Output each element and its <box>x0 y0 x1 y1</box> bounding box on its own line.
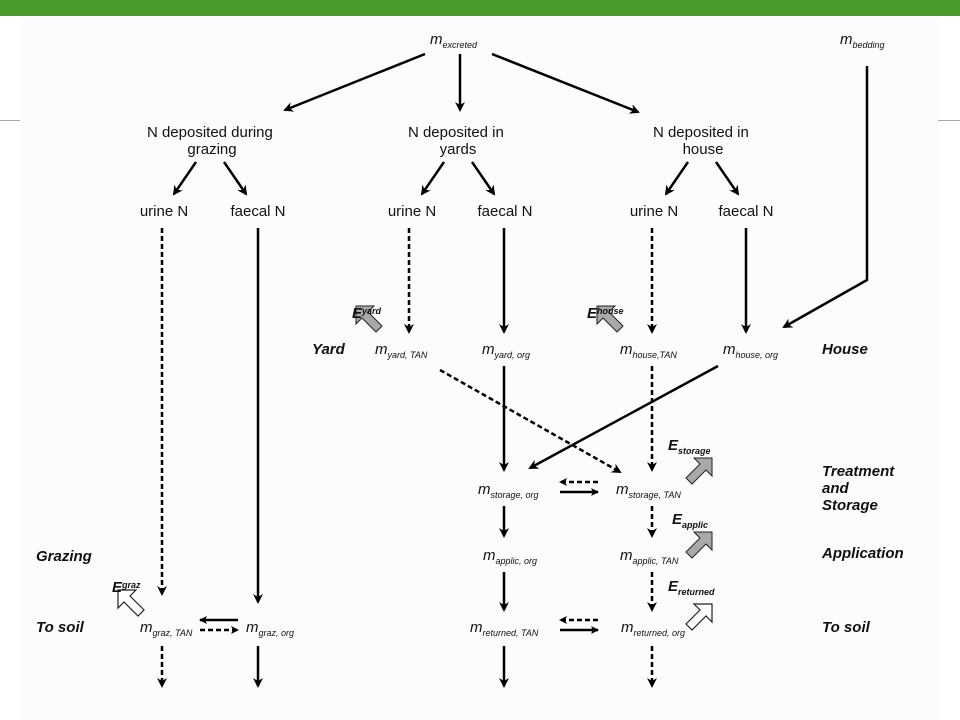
pool-applic-tan: mapplic, TAN <box>620 547 679 566</box>
emission-applic-arrow <box>685 531 713 559</box>
stage-application-label: Application <box>821 545 904 562</box>
deposit-yards-label: N deposited in yards <box>408 124 508 158</box>
pool-graz-tan: mgraz, TAN <box>140 619 193 638</box>
stage-to-soil-left-label: To soil <box>36 619 85 636</box>
yards-urine-label: urine N <box>388 203 436 220</box>
emission-yard-label: Eyard <box>352 305 382 322</box>
emission-returned-label: Ereturned <box>668 578 715 597</box>
house-faecal-label: faecal N <box>718 203 773 220</box>
stage-yard-label: Yard <box>312 341 346 358</box>
arrow-excreted-to-house <box>491 52 640 114</box>
diagram-panel <box>22 16 938 720</box>
pool-returned-tan: mreturned, TAN <box>470 619 539 638</box>
arrow-yards-faecal <box>470 161 496 196</box>
arrow-yard-tan-to-storage-tan <box>439 368 622 474</box>
arrow-house-faecal <box>714 161 740 196</box>
pool-yard-tan: myard, TAN <box>375 341 428 360</box>
emission-graz-label: Egraz <box>112 579 141 596</box>
node-m-bedding: mbedding <box>840 31 885 50</box>
emission-house-label: Ehouse <box>587 305 624 322</box>
left-rule <box>0 120 20 121</box>
arrow-grazing-faecal <box>222 161 248 196</box>
emission-returned-arrow <box>685 603 713 631</box>
pool-returned-org: mreturned, org <box>621 619 685 638</box>
emission-storage-label: Estorage <box>668 437 711 456</box>
arrow-yards-urine <box>420 161 446 196</box>
grazing-urine-label: urine N <box>140 203 188 220</box>
yards-faecal-label: faecal N <box>477 203 532 220</box>
arrow-grazing-urine <box>172 161 198 196</box>
node-m-excreted: mexcreted <box>430 31 478 50</box>
top-banner <box>0 0 960 16</box>
stage-treatment-label: Treatment and Storage <box>822 463 898 514</box>
pool-yard-org: myard, org <box>482 341 530 360</box>
emission-storage-arrow <box>685 457 713 485</box>
deposit-house-label: N deposited in house <box>653 124 753 158</box>
pool-applic-org: mapplic, org <box>483 547 537 566</box>
pool-storage-org: mstorage, org <box>478 481 539 500</box>
arrow-house-urine <box>664 161 690 196</box>
arrow-house-org-to-storage-org <box>528 364 719 470</box>
stage-grazing-label: Grazing <box>36 548 92 565</box>
emission-house-arrow <box>596 305 624 333</box>
emission-applic-label: Eapplic <box>672 511 708 530</box>
stage-to-soil-right-label: To soil <box>822 619 871 636</box>
deposit-grazing-label: N deposited during grazing <box>147 124 277 158</box>
pool-house-tan: mhouse,TAN <box>620 341 677 360</box>
emission-graz-arrow <box>117 589 145 617</box>
pool-graz-org: mgraz, org <box>246 619 294 638</box>
arrow-excreted-to-grazing <box>283 52 426 112</box>
grazing-faecal-label: faecal N <box>230 203 285 220</box>
right-rule <box>938 120 960 121</box>
pool-house-org: mhouse, org <box>723 341 778 360</box>
stage-house-label: House <box>822 341 868 358</box>
emission-yard-arrow <box>355 305 383 333</box>
arrow-bedding-to-house <box>782 66 869 329</box>
pool-storage-tan: mstorage, TAN <box>616 481 681 500</box>
house-urine-label: urine N <box>630 203 678 220</box>
